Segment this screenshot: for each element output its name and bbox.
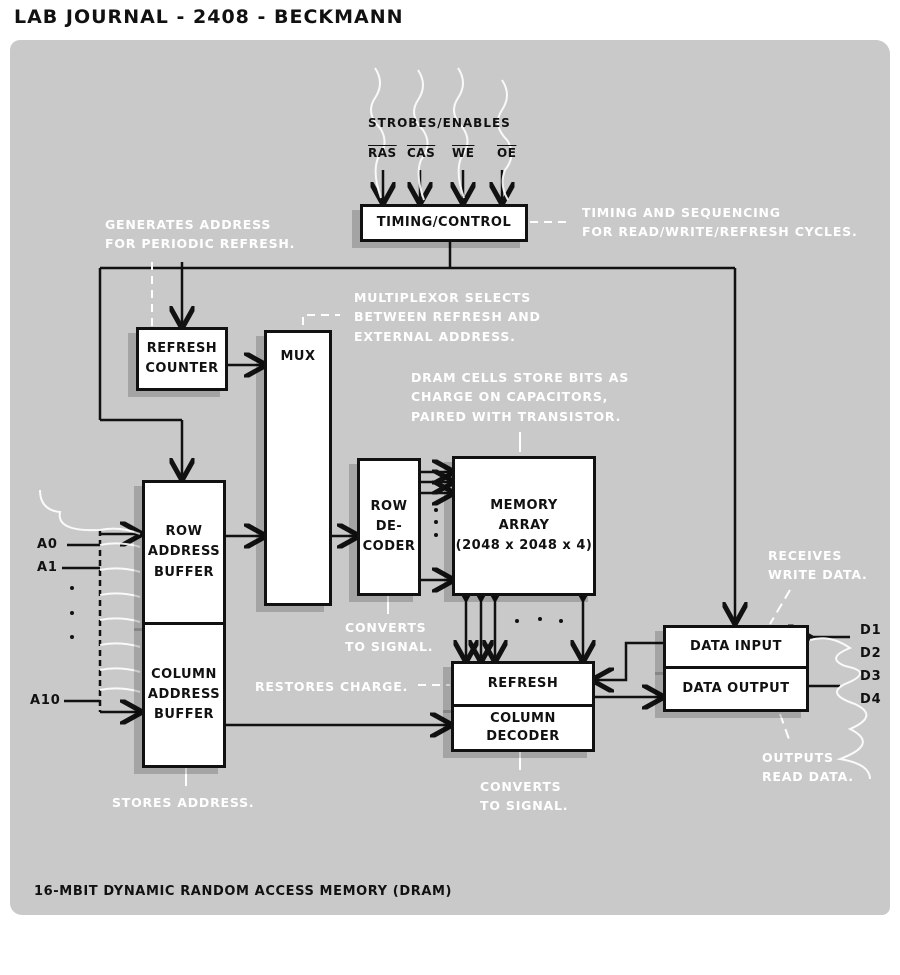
note-data-output: OUTPUTS READ DATA. <box>762 750 854 785</box>
refresh-block: REFRESH <box>451 661 595 707</box>
note-timing: TIMING AND SEQUENCING FOR READ/WRITE/REF… <box>582 205 858 240</box>
column-address-buffer-block: COLUMN ADDRESS BUFFER <box>142 622 226 768</box>
pin-d3: D3 <box>860 669 882 684</box>
data-input-block: DATA INPUT <box>663 625 809 669</box>
signal-ras: RAS <box>368 146 397 160</box>
note-mux: MULTIPLEXOR SELECTS BETWEEN REFRESH AND … <box>354 290 541 344</box>
data-squiggle <box>809 637 871 780</box>
note-row-decoder: CONVERTS TO SIGNAL. <box>345 620 434 655</box>
signal-oe: OE <box>497 146 517 160</box>
cas-squiggle <box>413 69 429 201</box>
note-column-decoder: CONVERTS TO SIGNAL. <box>480 779 569 814</box>
data-output-block: DATA OUTPUT <box>663 666 809 712</box>
signal-we: WE <box>452 146 475 160</box>
signal-cas: CAS <box>407 146 436 160</box>
note-data-input: RECEIVES WRITE DATA. <box>768 548 868 583</box>
journal-title: LAB JOURNAL - 2408 - BECKMANN <box>14 6 404 28</box>
note-refresh-counter: GENERATES ADDRESS FOR PERIODIC REFRESH. <box>105 217 296 252</box>
column-decoder-block: COLUMN DECODER <box>451 704 595 752</box>
oe-squiggle <box>497 79 513 201</box>
pin-a10: A10 <box>30 693 61 708</box>
refresh-counter-block: REFRESH COUNTER <box>136 327 228 391</box>
pin-d4: D4 <box>860 692 882 707</box>
diagram-caption: 16-MBIT DYNAMIC RANDOM ACCESS MEMORY (DR… <box>34 884 453 899</box>
we-squiggle <box>453 67 469 199</box>
address-squiggle <box>39 489 141 693</box>
timing-control-block: TIMING/CONTROL <box>360 204 528 242</box>
pin-d1: D1 <box>860 623 882 638</box>
row-decoder-block: ROW DE- CODER <box>357 458 421 596</box>
mux-block: MUX <box>264 330 332 606</box>
note-refresh: RESTORES CHARGE. <box>255 679 409 694</box>
ras-squiggle <box>370 67 386 199</box>
pin-a0: A0 <box>37 537 58 552</box>
note-address-buffer: STORES ADDRESS. <box>112 795 255 810</box>
note-memory-array: DRAM CELLS STORE BITS AS CHARGE ON CAPAC… <box>411 370 630 424</box>
pin-a1: A1 <box>37 560 58 575</box>
row-address-buffer-block: ROW ADDRESS BUFFER <box>142 480 226 625</box>
pin-d2: D2 <box>860 646 882 661</box>
strobes-heading: STROBES/ENABLES <box>368 116 511 130</box>
memory-array-block: MEMORY ARRAY (2048 x 2048 x 4) <box>452 456 596 596</box>
